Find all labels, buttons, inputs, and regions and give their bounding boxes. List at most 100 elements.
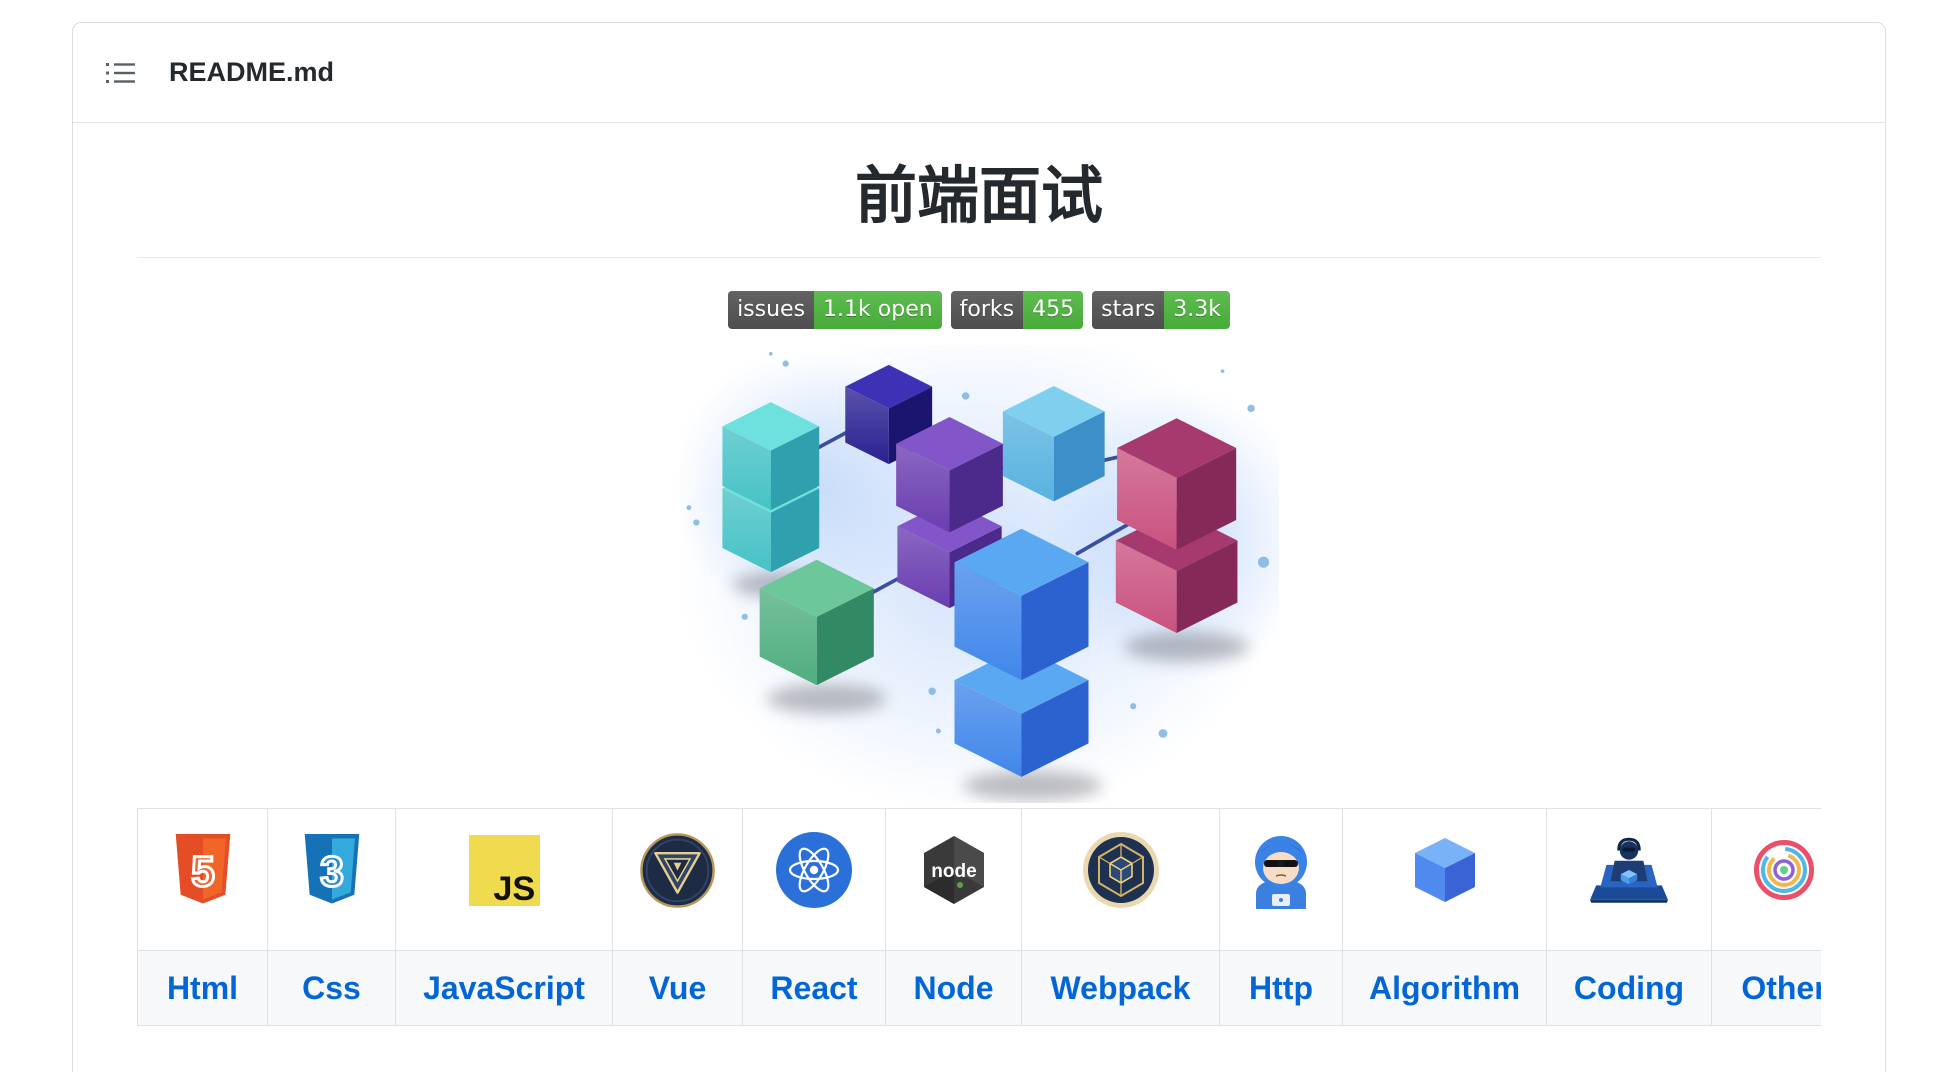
topic-link-webpack[interactable]: Webpack: [1050, 969, 1191, 1006]
icon-shape: [798, 847, 830, 893]
coder-laptop-icon: [1590, 837, 1668, 903]
topic-link-other[interactable]: Other: [1741, 969, 1821, 1006]
javascript-icon: JS: [468, 834, 540, 908]
sparkle-dot: [1130, 703, 1137, 710]
blue-cube-icon: [1414, 838, 1475, 902]
badge-value: 3.3k: [1164, 291, 1230, 329]
cube-sheen: [954, 562, 1022, 681]
badge-value: 455: [1023, 291, 1084, 329]
icon-shape: [1773, 859, 1795, 881]
icon-shape: [1414, 853, 1445, 902]
stars-badge[interactable]: stars 3.3k: [1092, 291, 1230, 329]
sparkle-dot: [1158, 729, 1168, 738]
icon-shape: [798, 847, 830, 893]
icon-shape: [1444, 853, 1475, 902]
topic-icon-cell: [742, 808, 886, 951]
topic-label-row: Html Css JavaScript Vue React Node Webpa…: [137, 950, 1821, 1026]
cube-shadow: [1124, 631, 1249, 662]
cube-top-face: [1117, 418, 1237, 478]
vue-emblem-icon: [640, 832, 715, 908]
topic-icon-link-vue[interactable]: [639, 832, 716, 909]
topic-icon-link-node[interactable]: node: [917, 833, 991, 907]
badge-label: issues: [728, 291, 815, 329]
issues-badge[interactable]: issues 1.1k open: [728, 291, 942, 329]
topic-link-css[interactable]: Css: [302, 969, 361, 1006]
sparkle-dot: [686, 505, 692, 511]
cube: [722, 402, 820, 511]
cube: [759, 559, 874, 686]
topics-table-scroll[interactable]: 5 3: [137, 808, 1821, 1026]
topic-link-http[interactable]: Http: [1249, 969, 1313, 1006]
topic-link-javascript[interactable]: JavaScript: [423, 969, 585, 1006]
sparkle-dot: [693, 519, 700, 526]
icon-shape: [106, 62, 109, 66]
topic-icon-cell: [1219, 808, 1343, 951]
forks-badge[interactable]: forks 455: [950, 291, 1084, 329]
topic-icon-cell: [1021, 808, 1220, 951]
sparkle-dot: [782, 360, 789, 367]
cube-shadow: [963, 770, 1103, 801]
topic-icon-cell: [1711, 808, 1821, 951]
topic-label-cell: Algorithm: [1342, 950, 1547, 1026]
topic-icon-link-react[interactable]: [774, 830, 854, 910]
icon-shape: [1109, 862, 1132, 883]
topic-link-node[interactable]: Node: [913, 969, 994, 1006]
topic-icon-link-http[interactable]: [1246, 830, 1316, 910]
icon-shape: [1761, 847, 1807, 893]
cube-sheen: [722, 488, 771, 573]
icon-shape: [1279, 898, 1283, 902]
topic-icon-link-webpack[interactable]: [1081, 830, 1161, 910]
topics-table: 5 3: [137, 808, 1821, 1026]
topic-link-algorithm[interactable]: Algorithm: [1368, 969, 1521, 1006]
sparkle-dot: [961, 392, 970, 400]
cube-right-face: [770, 426, 820, 511]
topic-link-react[interactable]: React: [770, 969, 858, 1006]
sparkle-dot: [928, 687, 936, 695]
badge-label: forks: [950, 291, 1024, 329]
react-atom-icon: [776, 832, 852, 908]
list-icon[interactable]: [106, 61, 136, 85]
icon-shape: [106, 79, 109, 83]
topic-icon-cell: 3: [267, 808, 396, 951]
icon-shape: [809, 865, 819, 875]
topic-icon-row: 5 3: [137, 808, 1821, 951]
topic-label-cell: Other: [1711, 950, 1821, 1026]
icon-shape: [788, 859, 840, 881]
badge-label: stars: [1092, 291, 1165, 329]
topic-icon-link-coding[interactable]: [1588, 834, 1670, 906]
icon-shape: [106, 71, 109, 74]
icon-shape: [1617, 837, 1641, 851]
cube: [954, 528, 1089, 681]
topic-label-cell: Webpack: [1021, 950, 1220, 1026]
icon-shape: [1263, 852, 1299, 884]
topic-label-cell: Http: [1219, 950, 1343, 1026]
icon-shape: [1767, 853, 1801, 887]
sparkle-dot: [1247, 404, 1255, 413]
cube-shadow: [767, 683, 887, 714]
topic-icon-link-css[interactable]: 3: [301, 834, 363, 906]
topic-link-coding[interactable]: Coding: [1573, 969, 1685, 1006]
icon-shape: [1266, 861, 1278, 867]
rainbow-rings-icon: [1754, 840, 1814, 900]
icon-shape: [1754, 840, 1814, 900]
topic-label-cell: Html: [137, 950, 268, 1026]
topic-icon-link-html[interactable]: 5: [172, 834, 234, 906]
topic-icon-link-other[interactable]: [1753, 839, 1815, 901]
icon-shape: [1629, 874, 1638, 885]
topic-icon-link-algorithm[interactable]: [1412, 835, 1478, 905]
topic-icon-link-javascript[interactable]: JS: [468, 834, 540, 908]
icon-shape: [114, 62, 135, 66]
cube: [896, 417, 1003, 533]
hero-image: [137, 345, 1821, 803]
badge-value: 1.1k open: [814, 291, 942, 329]
cube-right-face: [1021, 680, 1089, 777]
cube-top-face: [759, 559, 874, 617]
icon-shape: [1590, 885, 1668, 900]
readme-card: README.md 前端面试 issues 1.1k open forks 45…: [72, 22, 1886, 1072]
topic-link-html[interactable]: Html: [166, 969, 239, 1006]
icon-shape: [953, 836, 984, 887]
topic-icon-cell: [1546, 808, 1712, 951]
topic-link-vue[interactable]: Vue: [648, 969, 707, 1006]
cube-right-face: [1053, 411, 1105, 502]
cube: [1117, 418, 1237, 550]
